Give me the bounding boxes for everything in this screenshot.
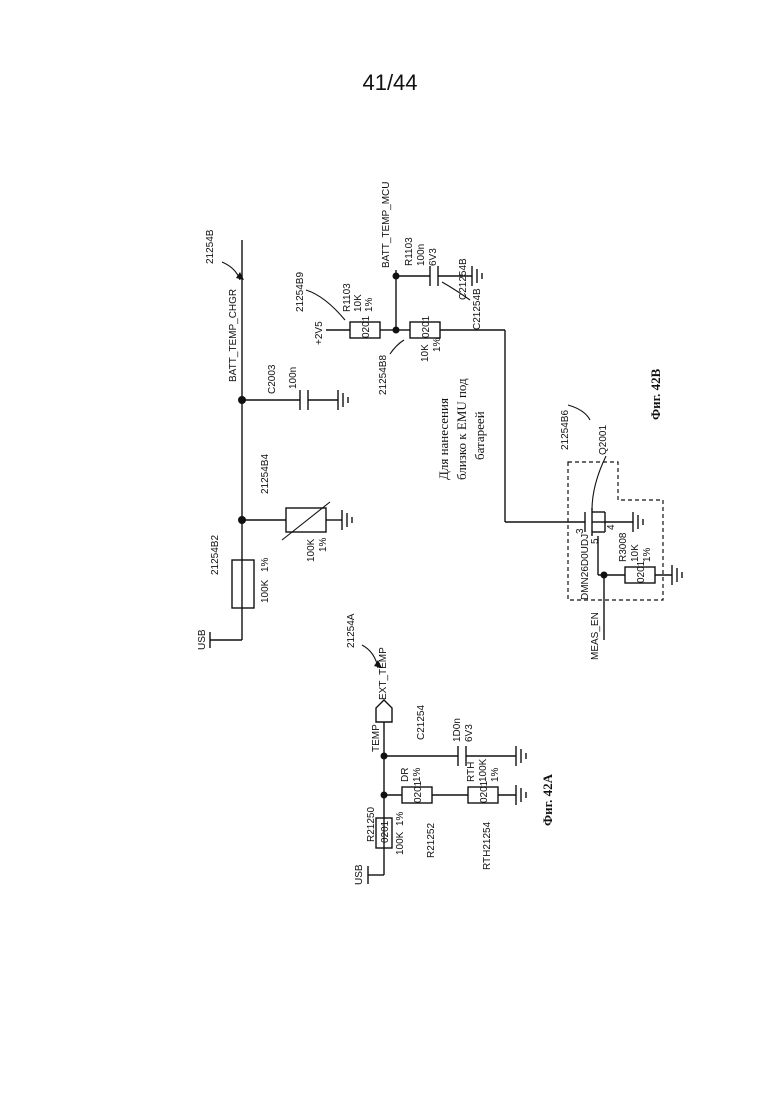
r21252-name: R21252 [426,823,437,858]
ref-21254b8: 21254B8 [378,355,389,395]
pin-3: 3 [575,528,586,534]
ground-icon [342,510,352,530]
r10k-tol: 1% [432,337,443,352]
ref-21254b6: 21254B6 [560,410,571,450]
rth-pkg: 0201 [479,780,490,803]
ext-temp-port [376,700,392,722]
pin-4: 4 [606,524,617,530]
r1103-pkg: 0201 [361,315,372,338]
net-batt-temp-chgr: BATT_TEMP_CHGR [228,289,239,382]
pin-5: 5 [590,538,601,544]
r21250-name: R21250 [366,807,377,842]
ref-21254b9: 21254B9 [295,272,306,312]
dr-label: DR [400,768,411,782]
c2003-value: 100n [288,367,299,389]
r10k-pkg: 0201 [421,315,432,338]
ref-21254b4: 21254B4 [260,454,271,494]
note-line1: Для нанесения [436,398,451,480]
rth-label: RTH [466,762,477,782]
r21250-pkg: 0201 [380,820,391,843]
r3008-value: 10K [630,544,641,562]
cmcu-value: 100n [416,244,427,266]
net-meas-en: MEAS_EN [590,612,601,660]
caption-fig-42a: Фиг. 42A [540,773,555,826]
ground-icon [338,390,348,410]
dr-pkg: 0201 [413,780,424,803]
ground-icon [472,266,482,286]
net-batt-temp-mcu: BATT_TEMP_MCU [381,182,392,269]
cmcu-ref: C21254B [458,258,469,300]
net-ext-temp: EXT_TEMP [378,647,389,700]
r21250-tol: 1% [395,811,406,826]
r1103-tol: 1% [364,297,375,312]
ground-icon [633,512,643,532]
dr-tol: 1% [412,767,423,782]
therm-tol: 1% [318,537,329,552]
rth-tol: 1% [490,767,501,782]
thermistor [286,508,326,532]
r-value: 100K [260,579,271,603]
fig-42a: 21254A EXT_TEMP TEMP USB 0201 R21250 100… [346,613,555,885]
ref-leader [568,405,590,420]
r1103-name: R1103 [342,283,353,312]
ground-icon [516,746,526,766]
cmcu-name: R1103 [404,237,415,266]
r21250-value: 100K [395,831,406,855]
rth-value: 100K [478,758,489,782]
c21254-name: C21254 [416,705,427,740]
mosfet-part: DMN26D0UDJ [580,534,591,600]
fig-42b: 21254B BATT_TEMP_CHGR USB 100K 1% 21254B… [197,182,682,661]
ref-21254b: 21254B [205,229,216,264]
r3008-name: R3008 [618,532,629,562]
r-tol: 1% [260,557,271,572]
ref-leader [306,290,345,320]
therm-value: 100K [306,538,317,562]
r3008-tol: 1% [642,547,653,562]
label-usb-b: USB [197,629,208,650]
supply-2v5: +2V5 [314,321,325,345]
ground-icon [672,565,682,585]
r1103-value: 10K [353,294,364,312]
note-line3: батареей [472,411,487,460]
ref-21254a: 21254A [346,613,357,648]
leader-q2001 [592,456,606,510]
label-usb-a: USB [354,864,365,885]
c21254-value: 1D0n [452,718,463,742]
c21254-volt: 6V3 [464,724,475,742]
note-line2: близко к EMU под [454,378,469,480]
rth-name: RTH21254 [482,821,493,870]
ref-leader [390,340,404,354]
ref-21254b2: 21254B2 [210,535,221,575]
net-temp: TEMP [371,724,382,752]
cmcu-ref2: C21254B [472,288,483,330]
mosfet-symbol [585,508,633,536]
r10k-value: 10K [420,344,431,362]
ground-icon [516,785,526,805]
r3008-pkg: 0201 [636,560,647,583]
cmcu-volt: 6V3 [428,248,439,266]
c2003-name: C2003 [267,364,278,394]
resistor-21254b2 [232,560,254,608]
q2001-name: Q2001 [598,425,609,455]
caption-fig-42b: Фиг. 42B [648,368,663,420]
